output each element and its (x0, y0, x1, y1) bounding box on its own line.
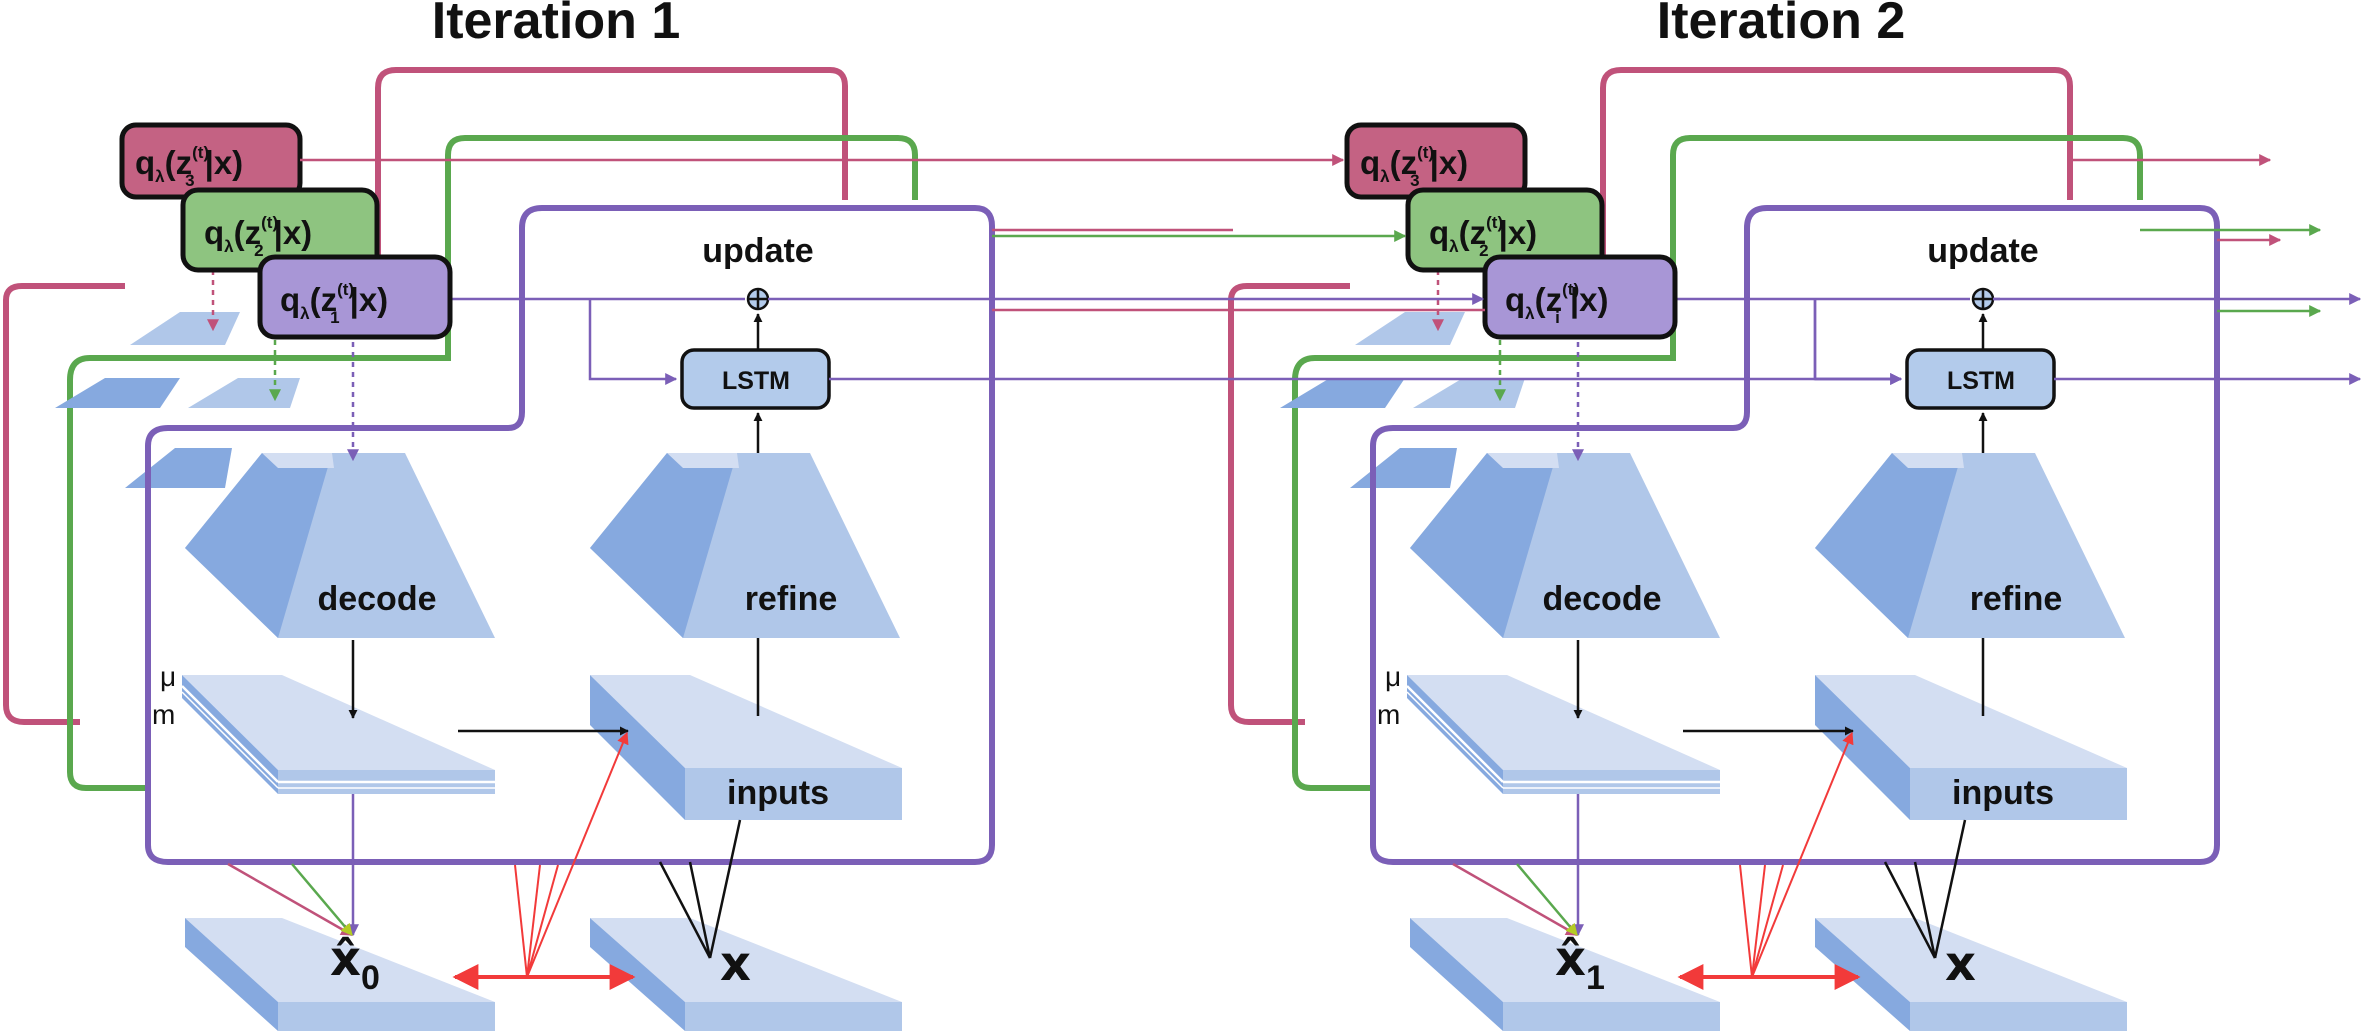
iteration-1-title: Iteration 1 (432, 0, 681, 50)
decode-label-2: decode (1542, 580, 1661, 618)
x-label-1: x (720, 936, 751, 992)
inputs-label-1: inputs (727, 774, 829, 812)
q1-label-2: qλ(z(t)i|x) (1505, 280, 1608, 327)
xhat-label-2: x̂1 (1555, 931, 1605, 997)
inputs-label-2: inputs (1952, 774, 2054, 812)
iteration-1-panel (6, 70, 992, 1031)
iteration-2-title: Iteration 2 (1657, 0, 1906, 50)
update-label-2: update (1927, 232, 2038, 270)
lstm-label-2: LSTM (1947, 367, 2015, 395)
q3-label-2: qλ(z(t)3|x) (1360, 143, 1468, 190)
refine-label-2: refine (1970, 580, 2063, 618)
q1-label-1: qλ(z(t)1|x) (280, 280, 388, 327)
x-label-2: x (1945, 936, 1976, 992)
update-label-1: update (702, 232, 813, 270)
q2-label-2: qλ(z(t)2|x) (1429, 213, 1537, 260)
q3-label-1: qλ(z(t)3|x) (135, 143, 243, 190)
lstm-label-1: LSTM (722, 367, 790, 395)
mu-label-1: μ (160, 661, 176, 692)
decode-label-1: decode (317, 580, 436, 618)
q2-label-1: qλ(z(t)2|x) (204, 213, 312, 260)
m-label-2: m (1377, 699, 1400, 730)
iteration-2-panel (1231, 70, 2217, 1031)
refine-label-1: refine (745, 580, 838, 618)
m-label-1: m (152, 699, 175, 730)
xhat-label-1: x̂0 (330, 931, 380, 997)
mu-label-2: μ (1385, 661, 1401, 692)
